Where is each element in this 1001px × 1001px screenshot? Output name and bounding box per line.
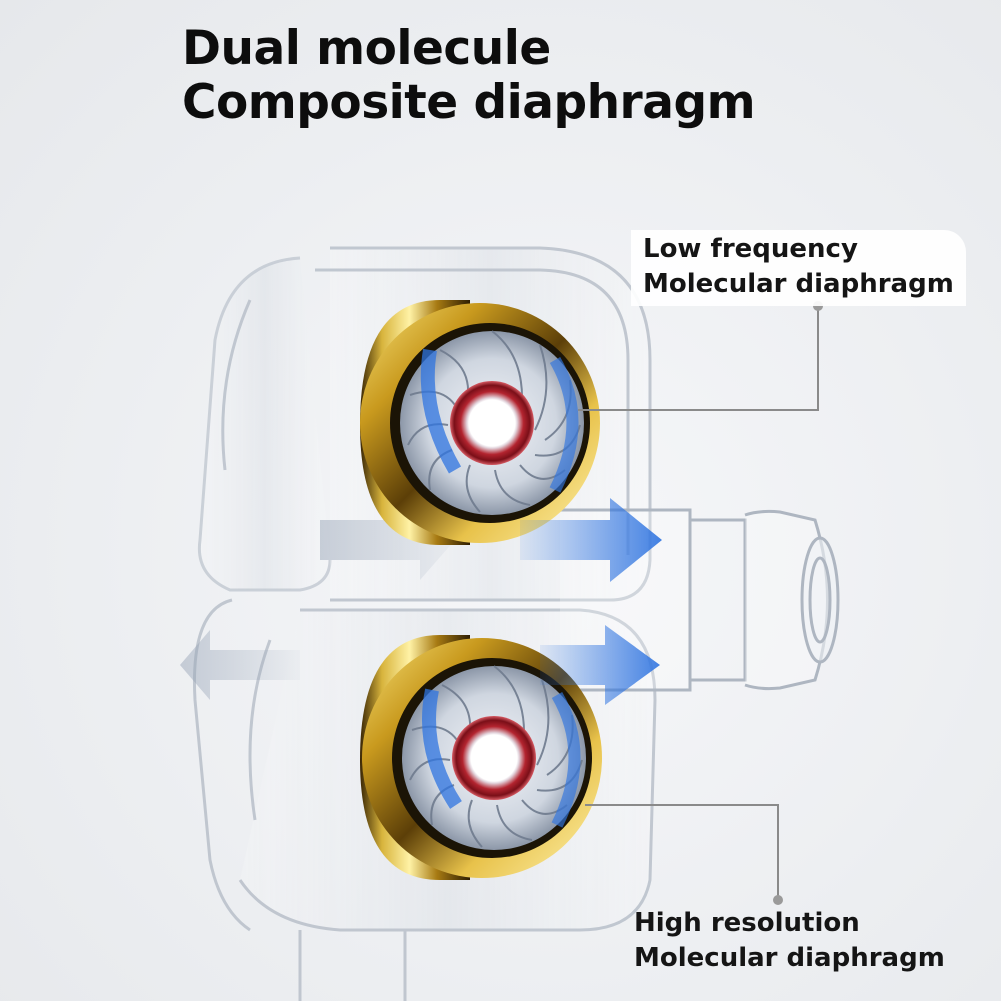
low-frequency-callout-line-1: Low frequency <box>643 234 858 264</box>
headline-line-1: Dual molecule <box>182 21 551 76</box>
low-frequency-driver <box>360 300 600 545</box>
headline-line-2: Composite diaphragm <box>182 75 756 130</box>
high-resolution-callout: High resolution Molecular diaphragm <box>634 906 945 976</box>
high-resolution-callout-line-2: Molecular diaphragm <box>634 943 945 973</box>
airflow-arrows <box>520 498 662 705</box>
high-resolution-callout-line-1: High resolution <box>634 908 860 938</box>
headline: Dual molecule Composite diaphragm <box>182 21 756 130</box>
high-resolution-driver <box>360 635 602 880</box>
low-frequency-callout-line-2: Molecular diaphragm <box>643 269 954 299</box>
low-frequency-callout: Low frequency Molecular diaphragm <box>631 230 966 306</box>
